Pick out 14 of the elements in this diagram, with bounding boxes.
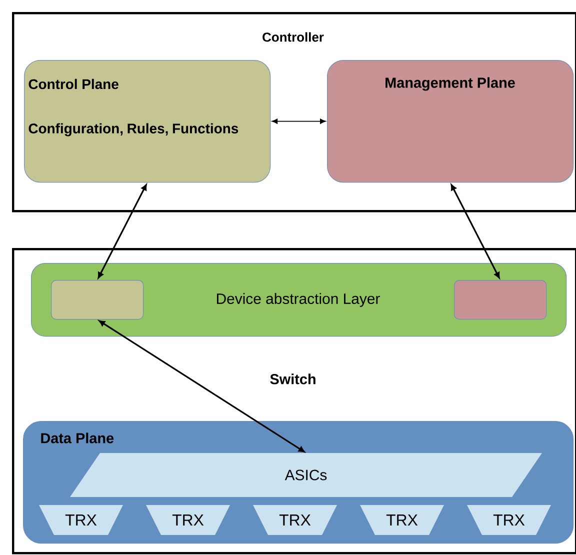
arrow xyxy=(272,118,326,124)
arrow xyxy=(450,184,500,278)
transceiver-trapezoid: TRX xyxy=(467,505,551,535)
transceiver-trapezoid: TRX xyxy=(39,505,123,535)
asic-parallelogram: ASICs xyxy=(70,453,542,497)
arrow xyxy=(98,320,305,452)
transceiver-trapezoid: TRX xyxy=(146,505,230,535)
module-box xyxy=(454,280,547,320)
plane-box: Control Plane Configuration, Rules, Functions xyxy=(24,60,271,183)
arrow xyxy=(98,184,147,278)
transceiver-trapezoid: TRX xyxy=(360,505,444,535)
module-box xyxy=(51,280,144,320)
plane-box: Management Plane xyxy=(327,60,574,183)
transceiver-trapezoid: TRX xyxy=(253,505,337,535)
